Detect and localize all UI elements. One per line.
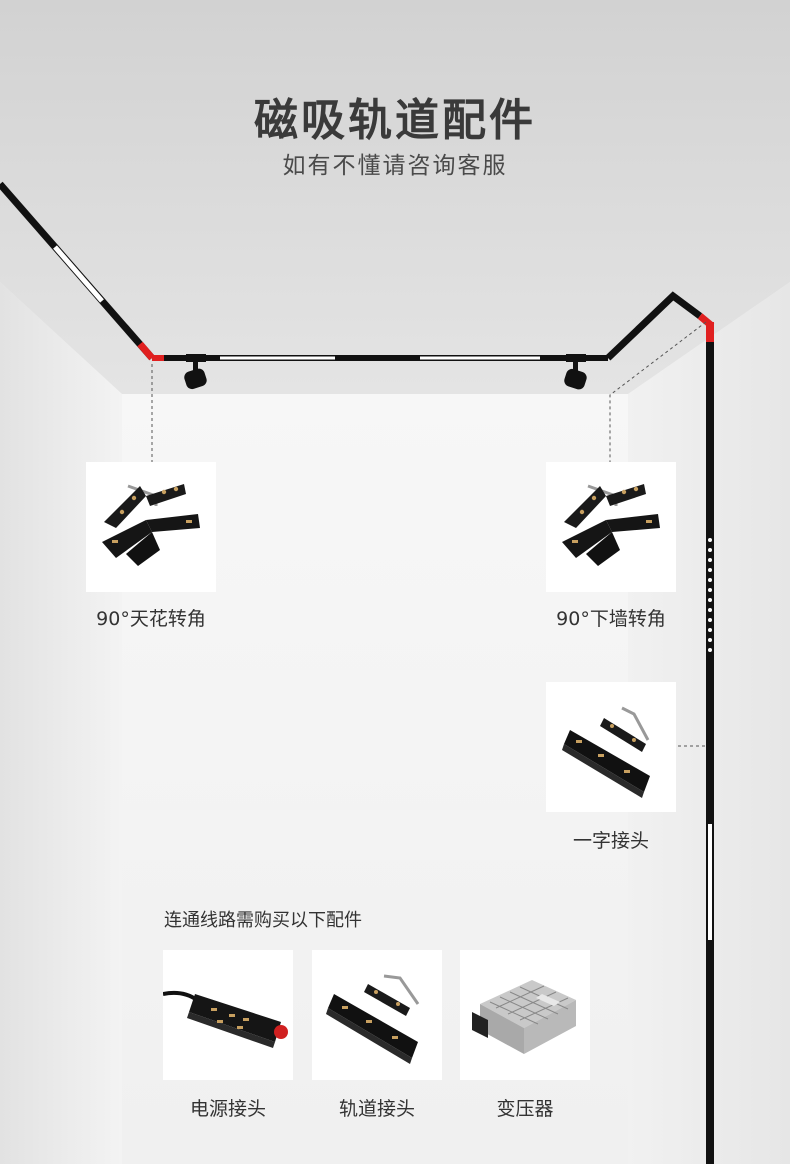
required-section-heading: 连通线路需购买以下配件	[164, 910, 362, 931]
required-item-label: 变压器	[496, 1098, 554, 1120]
wall-track	[706, 322, 714, 1164]
wall-corner-card	[546, 462, 676, 592]
track-connector-card	[312, 950, 442, 1080]
required-item-label: 电源接头	[189, 1098, 266, 1120]
transformer-icon	[472, 980, 576, 1054]
ceiling-corner-connector-icon	[102, 484, 200, 566]
required-item-label: 轨道接头	[338, 1098, 415, 1120]
straight-connector-card	[546, 682, 676, 812]
power-connector-card	[163, 950, 293, 1080]
accessory-label: 90°下墙转角	[556, 608, 666, 630]
wall-corner-connector-icon	[562, 484, 660, 566]
ceiling-corner-card	[86, 462, 216, 592]
transformer-card	[460, 950, 590, 1080]
page-subtitle: 如有不懂请咨询客服	[282, 153, 508, 179]
left-ceiling-track	[0, 181, 155, 361]
spotlight-left	[184, 354, 207, 390]
ceiling	[0, 0, 790, 394]
pointer-lines	[151, 321, 707, 747]
accessory-label: 90°天花转角	[96, 608, 206, 630]
straight-connector-icon	[562, 706, 650, 798]
spotlight-right	[564, 354, 587, 390]
track-connector-icon	[326, 974, 420, 1064]
power-connector-icon	[163, 990, 288, 1048]
left-wall	[0, 282, 122, 1164]
accessory-label: 一字接头	[572, 830, 649, 852]
page-title: 磁吸轨道配件	[254, 95, 536, 146]
